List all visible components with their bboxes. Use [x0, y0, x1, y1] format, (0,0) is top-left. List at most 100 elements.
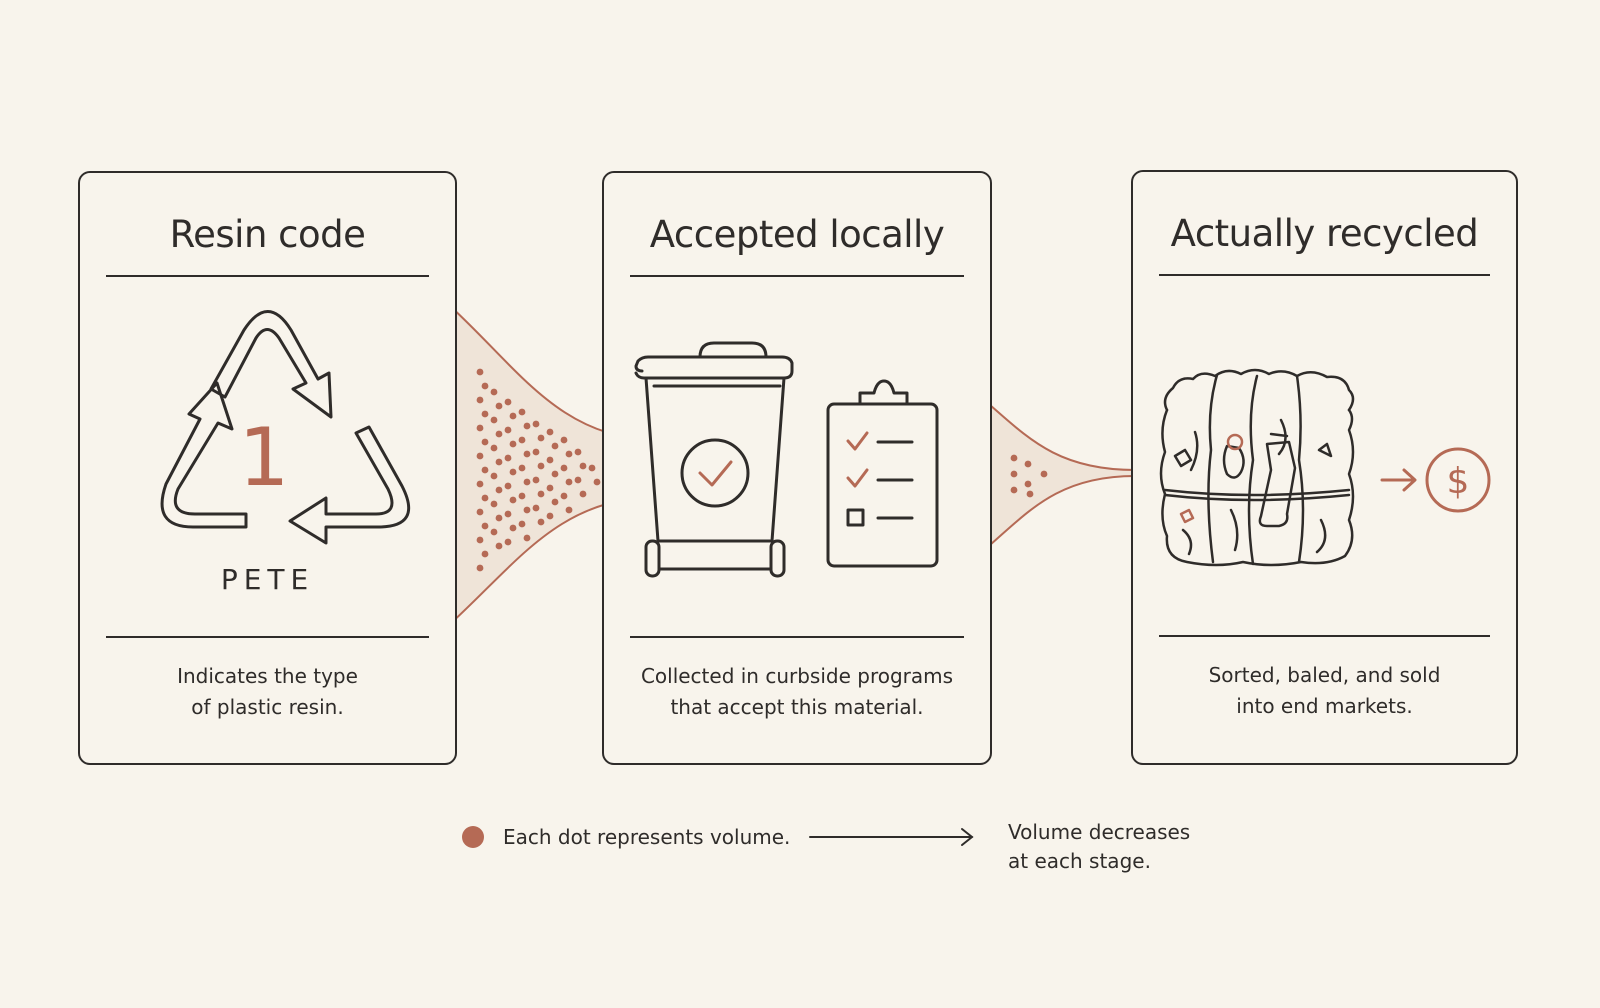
volume-dot	[490, 472, 498, 480]
volume-dot	[546, 512, 554, 520]
description-line: Indicates the type	[177, 664, 358, 688]
description-line: Sorted, baled, and sold	[1208, 663, 1441, 687]
stage-description: Collected in curbside programs that acce…	[614, 661, 980, 723]
recycling-bin-icon	[634, 341, 794, 578]
volume-dot	[523, 422, 531, 430]
volume-dot	[546, 484, 554, 492]
volume-dot	[574, 448, 582, 456]
volume-dot	[495, 430, 503, 438]
stage-card-actually-recycled: Actually recycled $ S	[1131, 170, 1518, 765]
volume-dot	[579, 462, 587, 470]
volume-dot	[523, 478, 531, 486]
volume-dot	[574, 476, 582, 484]
title-divider	[1159, 274, 1490, 276]
volume-dot	[518, 464, 526, 472]
volume-dot	[476, 424, 484, 432]
stage-description: Indicates the type of plastic resin.	[90, 661, 445, 723]
checklist-icon	[826, 379, 939, 568]
funnel-1-dots	[476, 368, 601, 572]
volume-dot	[481, 550, 489, 558]
title-divider	[106, 275, 429, 277]
volume-dot	[560, 436, 568, 444]
volume-dot	[560, 464, 568, 472]
volume-dot	[551, 470, 559, 478]
funnel-2-top-edge	[989, 404, 1136, 471]
legend-arrow-text: Volume decreases at each stage.	[1008, 818, 1190, 876]
volume-dot	[509, 496, 517, 504]
volume-dot	[504, 482, 512, 490]
volume-dot	[509, 412, 517, 420]
volume-dot	[504, 398, 512, 406]
volume-dot	[504, 454, 512, 462]
stage-card-accepted-locally: Accepted locally Collected in curbsi	[602, 171, 992, 765]
volume-dot	[588, 464, 596, 472]
stage-title: Resin code	[169, 213, 366, 256]
title-divider	[630, 275, 964, 277]
to-market-arrow-icon	[1380, 468, 1417, 492]
volume-dot	[518, 520, 526, 528]
volume-dot	[481, 410, 489, 418]
volume-dot	[1010, 470, 1018, 478]
volume-dot	[495, 486, 503, 494]
funnel-2-dots	[1010, 454, 1048, 498]
volume-dot	[1024, 480, 1032, 488]
volume-dot	[546, 428, 554, 436]
volume-dot	[490, 528, 498, 536]
description-line: of plastic resin.	[191, 695, 344, 719]
volume-dot	[532, 504, 540, 512]
volume-dot	[1026, 490, 1034, 498]
volume-dot	[523, 506, 531, 514]
volume-dot	[537, 434, 545, 442]
volume-dot	[490, 416, 498, 424]
volume-dot	[579, 490, 587, 498]
stage-card-resin-code: Resin code 1 PETE Indicates the type of …	[78, 171, 457, 765]
volume-dot	[532, 448, 540, 456]
volume-dot	[509, 524, 517, 532]
description-line: Collected in curbside programs	[640, 664, 954, 688]
volume-dot	[476, 452, 484, 460]
legend-arrow-text-line: Volume decreases	[1008, 820, 1191, 844]
volume-dot	[504, 538, 512, 546]
volume-dot	[532, 476, 540, 484]
stage-title: Accepted locally	[649, 213, 945, 256]
volume-dot	[532, 420, 540, 428]
dollar-coin-icon: $	[1425, 447, 1491, 513]
volume-dot	[518, 436, 526, 444]
volume-dot	[504, 510, 512, 518]
description-line: that accept this material.	[670, 695, 924, 719]
volume-dot	[476, 368, 484, 376]
volume-dot	[495, 458, 503, 466]
volume-dot	[495, 542, 503, 550]
resin-code-label: PETE	[220, 563, 315, 596]
volume-dot	[560, 492, 568, 500]
volume-dot	[518, 408, 526, 416]
volume-dot	[509, 468, 517, 476]
volume-dot	[481, 438, 489, 446]
volume-dot	[481, 522, 489, 530]
stage-description: Sorted, baled, and sold into end markets…	[1143, 660, 1506, 722]
volume-dot	[1024, 460, 1032, 468]
volume-dot	[523, 450, 531, 458]
volume-dot	[481, 382, 489, 390]
volume-dot	[490, 388, 498, 396]
volume-dot	[490, 500, 498, 508]
volume-dot	[476, 480, 484, 488]
volume-dot	[546, 456, 554, 464]
volume-dot	[476, 396, 484, 404]
plastic-bale-icon	[1159, 368, 1355, 567]
stage-title: Actually recycled	[1170, 212, 1479, 255]
volume-dot	[537, 518, 545, 526]
volume-dot	[495, 514, 503, 522]
volume-dot	[565, 478, 573, 486]
volume-dot	[537, 462, 545, 470]
description-divider	[1159, 635, 1490, 637]
resin-code-number: 1	[239, 411, 290, 504]
volume-dot	[476, 536, 484, 544]
volume-dot	[481, 494, 489, 502]
volume-dot	[1010, 486, 1018, 494]
volume-dot	[565, 506, 573, 514]
volume-dot	[476, 508, 484, 516]
volume-dot	[523, 534, 531, 542]
volume-dot	[551, 498, 559, 506]
volume-dot	[504, 426, 512, 434]
